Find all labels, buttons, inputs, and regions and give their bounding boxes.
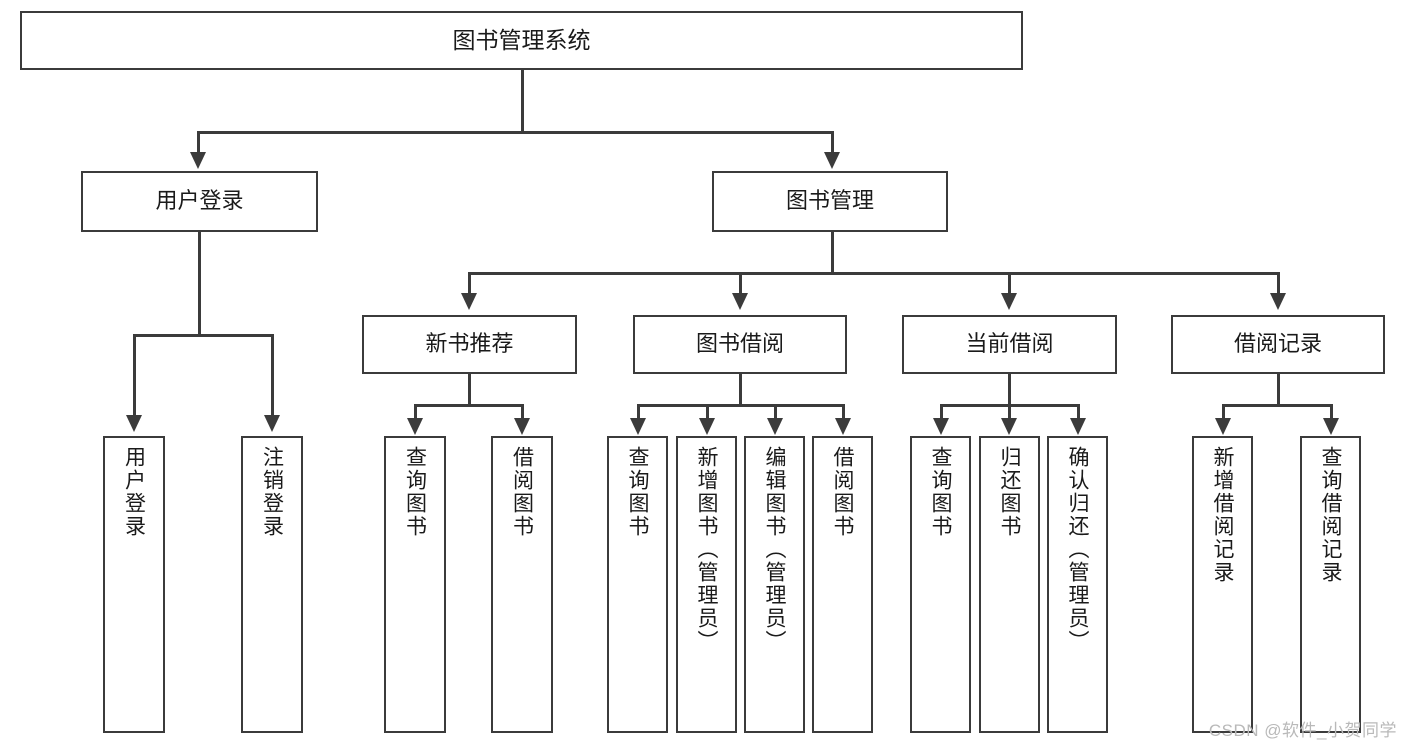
node-root-system[interactable]: 图书管理系统 <box>20 11 1023 70</box>
node-label: 当前借阅 <box>965 331 1054 357</box>
connector-to-new-book <box>468 272 471 296</box>
node-label: 查询图书 <box>403 446 427 538</box>
node-label: 图书借阅 <box>695 331 784 357</box>
leaf-new-book-query[interactable]: 查询图书 <box>384 436 446 733</box>
connector-book-manage-stem <box>831 232 834 274</box>
connector-current-borrow-child-1 <box>940 404 943 420</box>
connector-new-book-child-2 <box>521 404 524 420</box>
arrowhead-book-borrow <box>732 293 748 310</box>
node-new-book-recommend[interactable]: 新书推荐 <box>362 315 577 374</box>
arrowhead-current-borrow <box>1001 293 1017 310</box>
node-label: 用户登录 <box>122 446 146 538</box>
arrowhead-user-login-child-1 <box>126 415 142 432</box>
node-book-manage[interactable]: 图书管理 <box>712 171 948 232</box>
node-user-login[interactable]: 用户登录 <box>81 171 318 232</box>
node-label: 编辑图书（管理员） <box>763 446 786 653</box>
leaf-new-book-borrow[interactable]: 借阅图书 <box>491 436 553 733</box>
connector-new-book-child-1 <box>414 404 417 420</box>
connector-book-borrow-child-2 <box>706 404 709 420</box>
arrowhead-new-book <box>461 293 477 310</box>
node-label: 图书管理系统 <box>452 26 591 53</box>
connector-user-login-stem <box>198 232 201 336</box>
watermark-text: CSDN @软件_小贺同学 <box>1208 721 1397 740</box>
arrowhead-book-borrow-child-3 <box>767 418 783 435</box>
connector-to-book-manage <box>831 131 834 155</box>
arrowhead-user-login <box>190 152 206 169</box>
leaf-book-borrow-add[interactable]: 新增图书（管理员） <box>676 436 737 733</box>
arrowhead-borrow-record-child-2 <box>1323 418 1339 435</box>
node-label: 查询图书 <box>929 446 952 538</box>
arrowhead-user-login-child-2 <box>264 415 280 432</box>
arrowhead-book-manage <box>824 152 840 169</box>
connector-new-book-stem <box>468 374 471 406</box>
connector-book-borrow-child-1 <box>637 404 640 420</box>
connector-current-borrow-stem <box>1008 374 1011 406</box>
arrowhead-current-borrow-child-1 <box>933 418 949 435</box>
node-label: 确认归还（管理员） <box>1066 446 1089 653</box>
leaf-current-borrow-query[interactable]: 查询图书 <box>910 436 971 733</box>
arrowhead-book-borrow-child-4 <box>835 418 851 435</box>
leaf-borrow-record-add[interactable]: 新增借阅记录 <box>1192 436 1253 733</box>
node-label: 归还图书 <box>998 446 1021 538</box>
node-label: 借阅图书 <box>510 446 534 538</box>
connector-level3-bus <box>468 272 1280 275</box>
arrowhead-new-book-child-2 <box>514 418 530 435</box>
connector-level2-bus <box>197 131 833 134</box>
arrowhead-book-borrow-child-1 <box>630 418 646 435</box>
node-label: 图书管理 <box>785 188 874 214</box>
arrowhead-current-borrow-child-2 <box>1001 418 1017 435</box>
node-label: 查询图书 <box>626 446 649 538</box>
node-label: 用户登录 <box>155 188 244 214</box>
arrowhead-book-borrow-child-2 <box>699 418 715 435</box>
leaf-book-borrow-borrow[interactable]: 借阅图书 <box>812 436 873 733</box>
node-label: 查询借阅记录 <box>1319 446 1342 584</box>
arrowhead-new-book-child-1 <box>407 418 423 435</box>
connector-user-login-child-2 <box>271 334 274 418</box>
node-label: 借阅图书 <box>831 446 854 538</box>
arrowhead-borrow-record-child-1 <box>1215 418 1231 435</box>
node-current-borrow[interactable]: 当前借阅 <box>902 315 1117 374</box>
connector-user-login-child-1 <box>133 334 136 418</box>
leaf-book-borrow-query[interactable]: 查询图书 <box>607 436 668 733</box>
leaf-user-login-login[interactable]: 用户登录 <box>103 436 165 733</box>
leaf-current-borrow-return[interactable]: 归还图书 <box>979 436 1040 733</box>
node-label: 新增借阅记录 <box>1211 446 1234 584</box>
arrowhead-current-borrow-child-3 <box>1070 418 1086 435</box>
connector-borrow-record-stem <box>1277 374 1280 406</box>
node-label: 注销登录 <box>260 446 284 538</box>
leaf-book-borrow-edit[interactable]: 编辑图书（管理员） <box>744 436 805 733</box>
connector-new-book-bus <box>414 404 523 407</box>
connector-to-current-borrow <box>1008 272 1011 296</box>
node-borrow-record[interactable]: 借阅记录 <box>1171 315 1385 374</box>
connector-borrow-record-child-2 <box>1330 404 1333 420</box>
node-label: 借阅记录 <box>1233 331 1322 357</box>
connector-current-borrow-child-2 <box>1008 404 1011 420</box>
connector-book-borrow-child-3 <box>774 404 777 420</box>
connector-book-borrow-child-4 <box>842 404 845 420</box>
connector-borrow-record-bus <box>1222 404 1332 407</box>
connector-current-borrow-child-3 <box>1077 404 1080 420</box>
connector-to-user-login <box>197 131 200 155</box>
leaf-current-borrow-confirm[interactable]: 确认归还（管理员） <box>1047 436 1108 733</box>
connector-book-borrow-bus <box>637 404 844 407</box>
connector-borrow-record-child-1 <box>1222 404 1225 420</box>
arrowhead-borrow-record <box>1270 293 1286 310</box>
connector-book-borrow-stem <box>739 374 742 406</box>
connector-user-login-bus <box>133 334 273 337</box>
connector-to-book-borrow <box>739 272 742 296</box>
node-label: 新书推荐 <box>425 331 514 357</box>
connector-root-stem <box>521 70 524 133</box>
node-book-borrow[interactable]: 图书借阅 <box>633 315 847 374</box>
leaf-user-login-logout[interactable]: 注销登录 <box>241 436 303 733</box>
leaf-borrow-record-query[interactable]: 查询借阅记录 <box>1300 436 1361 733</box>
node-label: 新增图书（管理员） <box>695 446 718 653</box>
connector-to-borrow-record <box>1277 272 1280 296</box>
